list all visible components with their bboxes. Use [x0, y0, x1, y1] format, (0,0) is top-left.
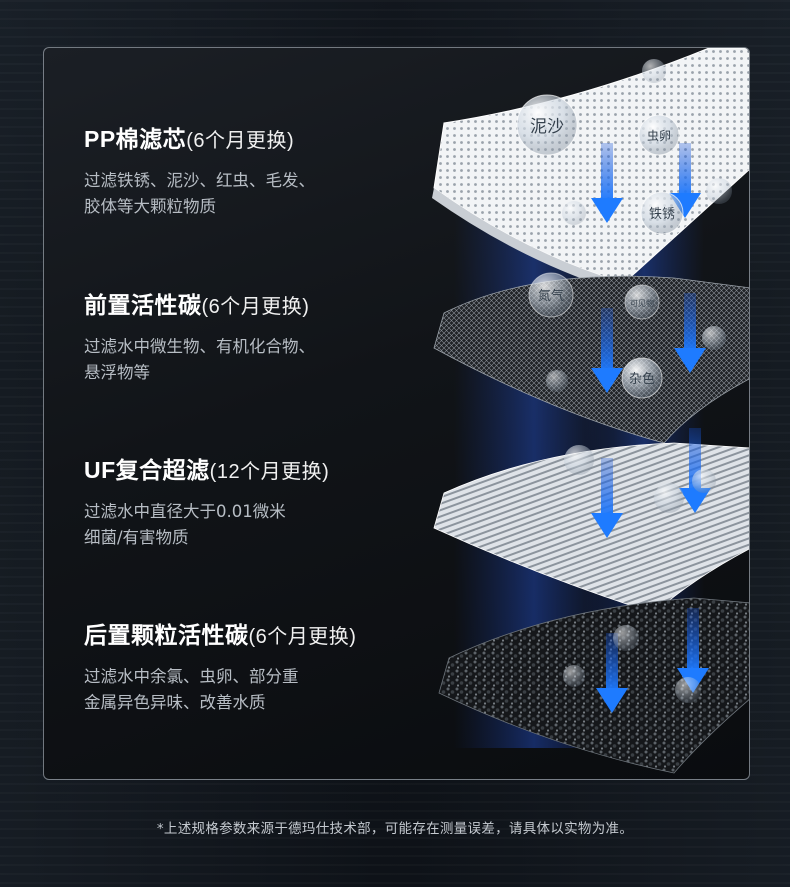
layer-name: 后置颗粒活性碳 [84, 622, 249, 648]
description-line: 过滤铁锈、泥沙、红虫、毛发、 [84, 171, 315, 190]
particle-bubble [675, 677, 701, 703]
bubble-tiexiu: 铁锈 [640, 191, 684, 235]
layer-title: 后置颗粒活性碳(6个月更换) [84, 616, 356, 650]
layer-title: UF复合超滤(12个月更换) [84, 451, 329, 485]
bubble-danqi-label: 氮气 [538, 288, 564, 304]
particle-bubble [654, 483, 684, 513]
layer-section-granular-carbon: 后置颗粒活性碳(6个月更换) 过滤水中余氯、虫卵、部分重 金属异色异味、改善水质 [84, 616, 356, 716]
description-line: 悬浮物等 [84, 363, 150, 382]
layer-section-front-carbon: 前置活性碳(6个月更换) 过滤水中微生物、有机化合物、 悬浮物等 [84, 286, 315, 386]
particle-bubble [564, 445, 594, 475]
description-line: 过滤水中微生物、有机化合物、 [84, 337, 315, 356]
filter-layers-illustration: 泥沙 虫卵 铁锈 氮气 可见物 杂色 [432, 48, 749, 774]
flow-arrow [591, 143, 623, 223]
disclaimer-footnote: *上述规格参数来源于德玛仕技术部，可能存在测量误差，请具体以实物为准。 [156, 821, 634, 837]
description-line: 过滤水中余氯、虫卵、部分重 [84, 667, 299, 686]
layer-section-uf: UF复合超滤(12个月更换) 过滤水中直径大于0.01微米 细菌/有害物质 [84, 451, 329, 551]
layer-name: UF复合超滤 [84, 457, 210, 483]
particle-bubble [546, 370, 568, 392]
flow-arrow [596, 633, 628, 713]
particle-bubble [613, 625, 639, 651]
flow-arrow [591, 308, 623, 393]
layer-section-pp: PP棉滤芯(6个月更换) 过滤铁锈、泥沙、红虫、毛发、 胶体等大颗粒物质 [84, 120, 315, 220]
flow-arrow [591, 458, 623, 538]
bubble-ninsha: 泥沙 [516, 94, 578, 156]
description-line: 过滤水中直径大于0.01微米 [84, 502, 286, 521]
filter-panel: 泥沙 虫卵 铁锈 氮气 可见物 杂色 [43, 47, 750, 780]
particle-bubble [563, 665, 585, 687]
bubble-tiexiu-label: 铁锈 [649, 207, 675, 222]
particle-bubble [642, 59, 666, 83]
replacement-interval: (12个月更换) [209, 461, 330, 483]
layer-name: PP棉滤芯 [84, 126, 187, 152]
particle-bubble [692, 469, 716, 493]
particle-bubble [702, 326, 726, 350]
layer-description: 过滤铁锈、泥沙、红虫、毛发、 胶体等大颗粒物质 [84, 168, 315, 220]
layer-title: 前置活性碳(6个月更换) [84, 286, 315, 320]
bubble-kekewu-label: 可见物 [630, 298, 654, 308]
particle-bubble [706, 178, 732, 204]
description-line: 细菌/有害物质 [84, 528, 189, 547]
bubble-kekewu: 可见物 [624, 284, 660, 320]
flow-arrow [674, 293, 706, 373]
description-line: 金属异色异味、改善水质 [84, 693, 266, 712]
bubble-danqi: 氮气 [528, 272, 574, 318]
description-line: 胶体等大颗粒物质 [84, 197, 216, 216]
replacement-interval: (6个月更换) [201, 296, 310, 318]
bubble-ninsha-label: 泥沙 [530, 117, 564, 137]
layer-description: 过滤水中微生物、有机化合物、 悬浮物等 [84, 334, 315, 386]
bubble-zase: 杂色 [621, 357, 663, 399]
replacement-interval: (6个月更换) [186, 130, 295, 152]
layer-name: 前置活性碳 [84, 292, 202, 318]
layer-description: 过滤水中直径大于0.01微米 细菌/有害物质 [84, 499, 329, 551]
layer-title: PP棉滤芯(6个月更换) [84, 120, 315, 154]
replacement-interval: (6个月更换) [248, 626, 357, 648]
granular-carbon-layer [438, 597, 749, 774]
layer-description: 过滤水中余氯、虫卵、部分重 金属异色异味、改善水质 [84, 664, 356, 716]
particle-bubble [562, 201, 586, 225]
bubble-zase-label: 杂色 [629, 371, 655, 387]
bubble-chongluan: 虫卵 [638, 114, 680, 156]
bubble-chongluan-label: 虫卵 [647, 129, 671, 143]
